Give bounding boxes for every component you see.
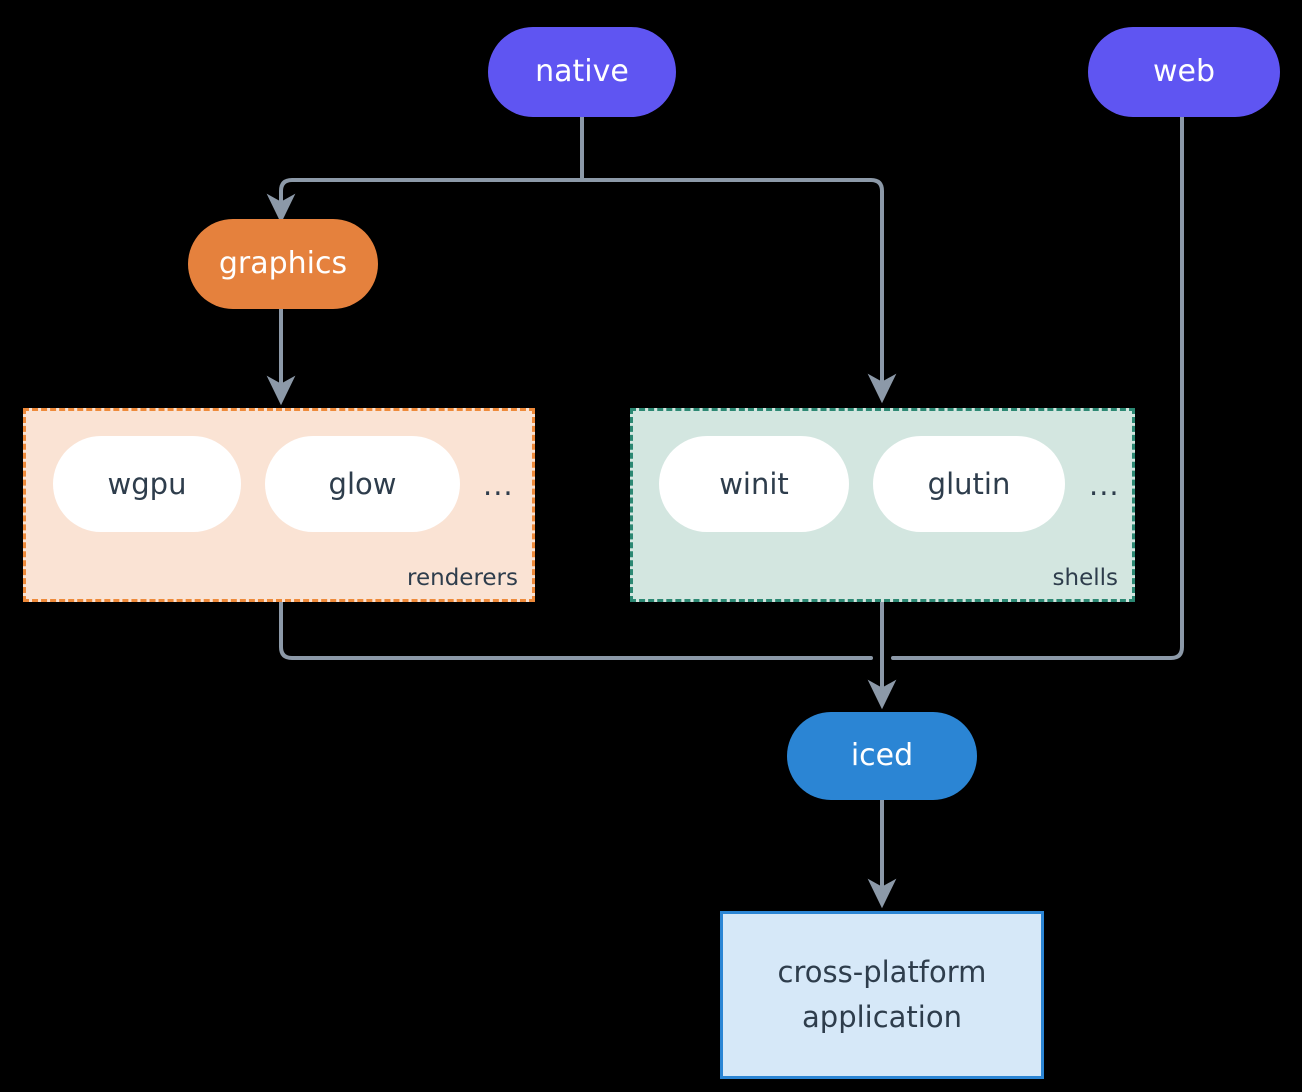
node-wgpu[interactable]: wgpu: [53, 436, 241, 532]
application-label-line1: cross-platform: [777, 955, 987, 990]
renderers-ellipsis: ...: [483, 468, 514, 502]
group-shells[interactable]: winit glutin ... shells: [630, 408, 1135, 602]
edge-native-to-shells: [580, 178, 897, 404]
group-renderers[interactable]: wgpu glow ... renderers: [23, 408, 535, 602]
node-native[interactable]: native: [488, 27, 676, 117]
node-graphics[interactable]: graphics: [188, 219, 378, 309]
node-winit[interactable]: winit: [659, 436, 849, 532]
group-label-renderers: renderers: [407, 565, 518, 591]
node-glutin[interactable]: glutin: [873, 436, 1065, 532]
node-glow[interactable]: glow: [265, 436, 460, 532]
shells-ellipsis: ...: [1089, 468, 1120, 502]
node-web[interactable]: web: [1088, 27, 1280, 117]
group-label-shells: shells: [1052, 565, 1118, 591]
application-label-line2: application: [802, 1000, 962, 1034]
edge-renderers-to-iced: [279, 600, 873, 660]
edge-native-to-graphics: [266, 178, 584, 224]
node-iced[interactable]: iced: [787, 712, 977, 800]
node-cross-platform-application[interactable]: cross-platform application: [720, 911, 1044, 1079]
